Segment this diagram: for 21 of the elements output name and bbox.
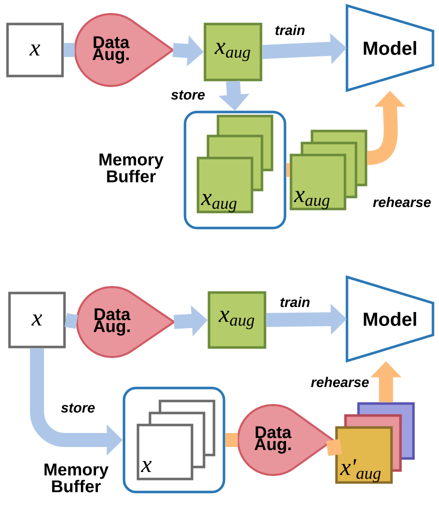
- connector: [326, 438, 342, 456]
- connector: [64, 43, 75, 57]
- connector: [64, 313, 78, 329]
- connector: [286, 163, 290, 177]
- buffer-heading: Memory Buffer: [100, 154, 164, 182]
- edge-label: rehearse: [372, 196, 432, 208]
- sample-card: x: [136, 424, 194, 480]
- sample-card: x$_{aug}$: [196, 156, 254, 214]
- sample-card: x$_{aug}$: [204, 22, 262, 82]
- edge-label: store: [170, 89, 206, 101]
- input-box: x: [6, 22, 64, 78]
- buffer-heading: Memory Buffer: [44, 464, 108, 492]
- edge-label: train: [278, 296, 312, 308]
- edge-label: rehearse: [310, 376, 370, 388]
- input-box: x: [8, 292, 66, 348]
- sample-card: x$_{aug}$: [290, 154, 346, 210]
- sample-card: x$_{aug}$: [208, 291, 266, 349]
- connector: [225, 433, 238, 447]
- edge-label: train: [274, 24, 306, 36]
- sample-card: x'$_{aug}$: [335, 426, 393, 484]
- edge-label: store: [60, 402, 96, 414]
